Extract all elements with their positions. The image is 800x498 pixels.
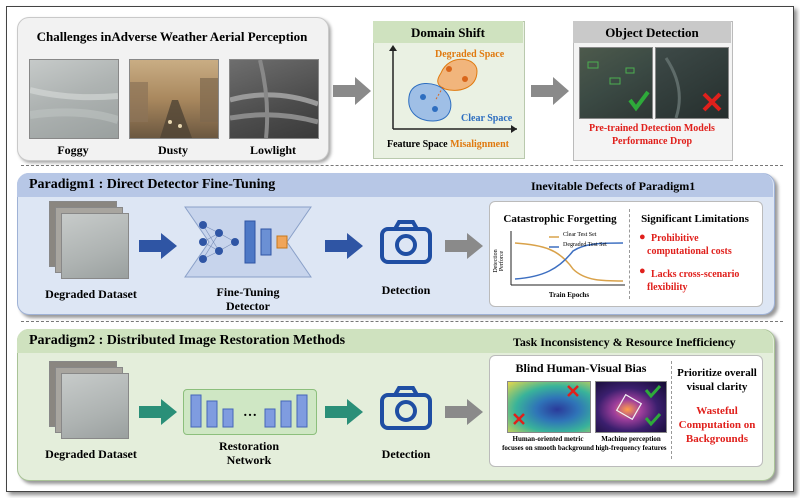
task-title: Task Inconsistency & Resource Inefficien… xyxy=(513,335,736,349)
arrow-right-icon xyxy=(325,399,363,425)
separator-1 xyxy=(21,165,783,166)
separator-2 xyxy=(21,321,783,322)
machine-caption-line2: high-frequency features xyxy=(595,444,667,452)
domain-shift-title: Domain Shift xyxy=(410,25,486,40)
detection-caption-line1: Pre-trained Detection Models xyxy=(589,123,715,134)
restoration-network-graphic xyxy=(190,394,308,428)
arrow-right-icon xyxy=(139,233,177,259)
camera-icon xyxy=(380,386,432,430)
feature-space-caption-prefix: Feature Space xyxy=(386,139,451,150)
arrow-right-icon xyxy=(333,77,371,105)
good-result-graphic xyxy=(587,61,650,112)
p2-detection-label: Detection xyxy=(381,447,431,461)
prioritize-line1: Prioritize overall xyxy=(677,367,757,379)
detection-caption-line2: Performance Drop xyxy=(611,136,693,147)
machine-caption-line1: Machine perception xyxy=(601,435,661,443)
check-icon xyxy=(644,384,662,399)
human-caption-line2: focuses on smooth background xyxy=(502,444,594,452)
forgetting-title: Catastrophic Forgetting xyxy=(503,213,617,225)
feature-space-graphic xyxy=(389,45,517,133)
bias-divider xyxy=(671,361,672,459)
p1-detection-label: Detection xyxy=(381,283,431,297)
paradigm1-header xyxy=(17,173,773,197)
object-detection-header xyxy=(573,21,731,43)
p2-dataset-label: Degraded Dataset xyxy=(45,447,137,461)
dusty-label: Dusty xyxy=(157,143,188,157)
degraded-test-curve xyxy=(514,242,624,280)
foggy-photo-graphic xyxy=(29,87,120,124)
arrow-right-icon xyxy=(445,233,483,259)
detector-network-graphic xyxy=(184,206,312,278)
cross-icon xyxy=(567,385,579,397)
human-caption-line1: Human-oriented metric xyxy=(512,435,584,443)
forgetting-chart xyxy=(510,231,625,286)
dusty-photo xyxy=(129,59,219,139)
paradigm2-header xyxy=(17,329,773,353)
defects-divider xyxy=(629,209,630,299)
arrow-right-icon xyxy=(325,233,363,259)
limit2-bullet: ● xyxy=(639,265,646,277)
paradigm1-title: Paradigm1 : Direct Detector Fine-Tuning xyxy=(29,177,276,192)
network-ellipsis: … xyxy=(243,405,257,420)
defects-title: Inevitable Defects of Paradigm1 xyxy=(531,179,696,193)
legend-degraded-label: Degraded Test Set xyxy=(563,242,607,248)
detection-result-bad xyxy=(655,47,729,119)
restoration-network-box xyxy=(183,389,317,435)
arrow-right-icon xyxy=(531,77,569,105)
figure-frame: Challenges inAdverse Weather Aerial Perc… xyxy=(6,6,794,492)
limit1-bullet: ● xyxy=(639,231,646,243)
degraded-space-label: Degraded Space xyxy=(435,49,505,60)
dusty-photo-graphic xyxy=(130,78,218,138)
defects-box xyxy=(489,201,763,307)
clear-space-label: Clear Space xyxy=(461,113,513,124)
wasteful-line1: Wasteful xyxy=(696,405,738,417)
human-heatmap-graphic xyxy=(513,385,579,425)
wasteful-line3: Backgrounds xyxy=(685,433,749,445)
bad-result-graphic xyxy=(664,57,722,119)
prioritize-line2: visual clarity xyxy=(686,381,748,393)
domain-shift-header xyxy=(373,21,523,43)
dataset-stack-front xyxy=(61,213,129,279)
cross-icon xyxy=(702,92,722,112)
bias-title: Blind Human-Visual Bias xyxy=(515,361,647,375)
challenges-title: Challenges inAdverse Weather Aerial Perc… xyxy=(36,29,308,44)
limit2-line2: flexibility xyxy=(647,282,688,293)
paradigm2-title: Paradigm2 : Distributed Image Restoratio… xyxy=(29,333,346,348)
limit1-line2: computational costs xyxy=(647,246,732,257)
lowlight-photo-graphic xyxy=(229,59,319,139)
x-axis-label: Train Epochs xyxy=(548,291,590,299)
clear-test-curve xyxy=(514,242,624,282)
detection-result-good xyxy=(579,47,653,119)
misalignment-text: Misalignment xyxy=(450,139,510,150)
detector-label-line1: Fine-Tuning xyxy=(216,285,280,299)
foggy-label: Foggy xyxy=(57,143,89,157)
arrow-right-icon xyxy=(445,399,483,425)
arrow-right-icon xyxy=(139,399,177,425)
check-icon xyxy=(644,412,662,427)
human-heatmap xyxy=(507,381,591,433)
network-label-line1: Restoration xyxy=(219,439,279,453)
feature-space-caption: Feature Space Misalignment xyxy=(373,139,523,150)
lowlight-photo xyxy=(229,59,319,139)
lowlight-label: Lowlight xyxy=(249,143,296,157)
limit1-line1: Prohibitive xyxy=(651,233,699,244)
y-axis-label: Detection Perforce xyxy=(493,249,505,273)
dataset-stack-front xyxy=(61,373,129,439)
object-detection-title: Object Detection xyxy=(605,25,699,40)
detector-label-line2: Detector xyxy=(226,299,270,313)
machine-heatmap-graphic xyxy=(615,384,662,427)
camera-icon xyxy=(380,220,432,264)
network-label-line2: Network xyxy=(226,453,272,467)
legend-clear-label: Clear Test Set xyxy=(563,232,597,238)
wasteful-line2: Computation on xyxy=(678,419,756,431)
machine-heatmap xyxy=(595,381,667,433)
cross-icon xyxy=(513,413,525,425)
limit2-line1: Lacks cross-scenario xyxy=(651,269,740,280)
limits-title: Significant Limitations xyxy=(641,213,749,225)
foggy-photo xyxy=(29,59,120,139)
check-icon xyxy=(628,90,650,112)
p1-dataset-label: Degraded Dataset xyxy=(45,287,137,301)
